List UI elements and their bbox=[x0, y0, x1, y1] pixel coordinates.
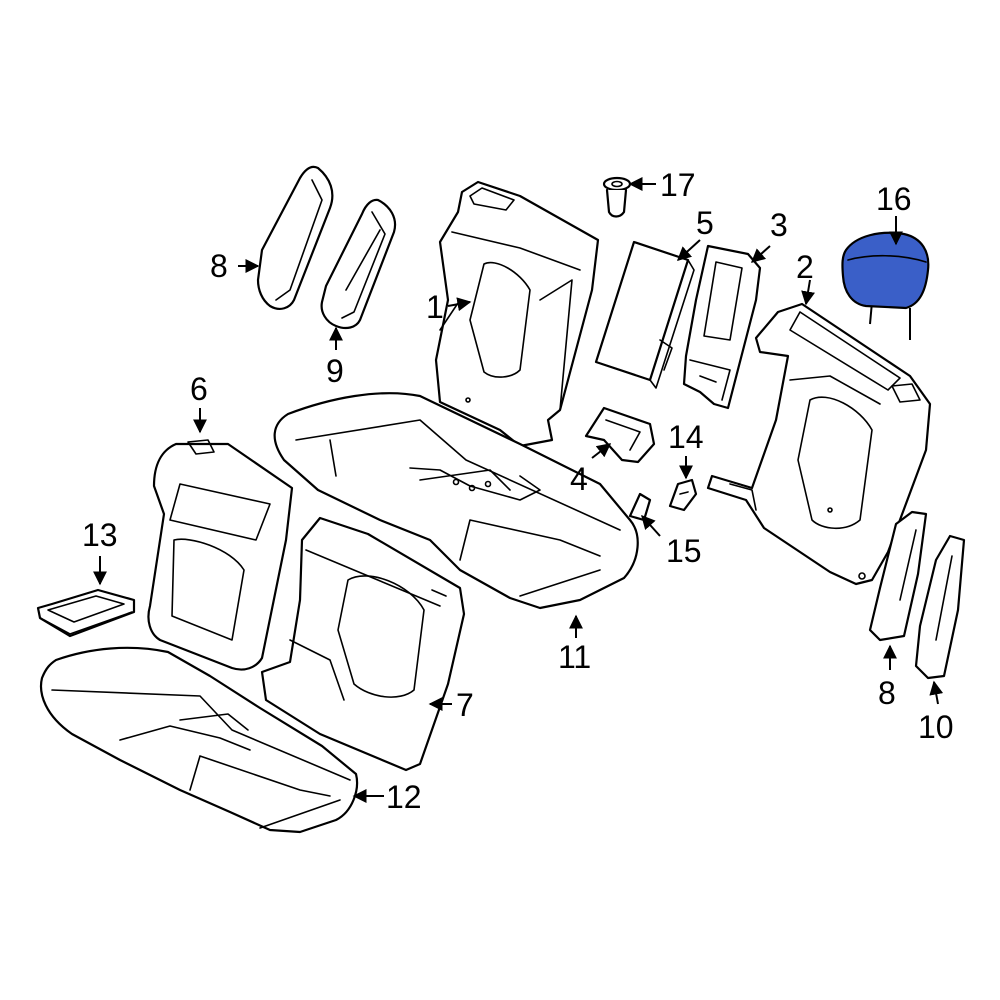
part-6-seat-back-lower-left[interactable] bbox=[147, 439, 294, 671]
callout-12: 12 bbox=[386, 779, 422, 815]
callout-16: 16 bbox=[876, 181, 912, 217]
part-14-clip[interactable] bbox=[668, 478, 698, 512]
part-15-bracket[interactable] bbox=[628, 492, 652, 522]
callout-13: 13 bbox=[82, 517, 118, 553]
callout-2: 2 bbox=[796, 249, 814, 285]
leader-2 bbox=[801, 279, 815, 306]
part-4-bezel[interactable] bbox=[584, 406, 656, 464]
part-12-lower-seat-cushion[interactable] bbox=[40, 646, 359, 834]
part-9-side-trim-panel[interactable] bbox=[320, 198, 397, 330]
callout-9: 9 bbox=[326, 353, 344, 389]
leader-10 bbox=[929, 680, 944, 705]
callout-7: 7 bbox=[456, 687, 474, 723]
part-5-center-trim-panel[interactable] bbox=[594, 240, 695, 389]
callout-6: 6 bbox=[190, 371, 208, 407]
part-3-armrest-bracket[interactable] bbox=[682, 244, 762, 410]
leader-lines bbox=[93, 177, 944, 803]
callout-15: 15 bbox=[666, 533, 702, 569]
callout-labels: 8 9 1 17 5 3 2 16 6 4 14 15 11 13 7 12 8… bbox=[82, 167, 954, 815]
callout-1: 1 bbox=[426, 289, 444, 325]
leader-5 bbox=[676, 239, 701, 261]
leader-1 bbox=[447, 297, 472, 312]
part-17-headrest-guide[interactable] bbox=[602, 176, 632, 218]
callout-11: 11 bbox=[558, 639, 591, 675]
callout-8-lower: 8 bbox=[878, 675, 896, 711]
callout-5: 5 bbox=[696, 205, 714, 241]
callout-4: 4 bbox=[570, 461, 588, 497]
leader-3 bbox=[750, 245, 771, 263]
part-7-seat-back-panel[interactable] bbox=[260, 516, 466, 772]
part-10-side-trim[interactable] bbox=[914, 534, 966, 680]
part-1-seat-back-left[interactable] bbox=[434, 180, 600, 448]
part-11-seat-cushion[interactable] bbox=[273, 392, 639, 610]
leader-15 bbox=[641, 514, 661, 537]
part-13-storage-tray[interactable] bbox=[36, 588, 136, 638]
part-2-seat-back-right[interactable] bbox=[706, 302, 932, 586]
leader-4 bbox=[591, 443, 612, 459]
part-8-upper-bolster-trim[interactable] bbox=[256, 165, 334, 310]
part-16-headrest[interactable] bbox=[841, 231, 930, 340]
callout-10: 10 bbox=[918, 709, 954, 745]
callout-3: 3 bbox=[770, 207, 788, 243]
callout-14: 14 bbox=[668, 419, 704, 455]
callout-17: 17 bbox=[660, 167, 696, 203]
headrest-cushion bbox=[841, 231, 930, 310]
callout-8-upper: 8 bbox=[210, 248, 228, 284]
part-8-lower-bolster-trim[interactable] bbox=[868, 510, 928, 642]
